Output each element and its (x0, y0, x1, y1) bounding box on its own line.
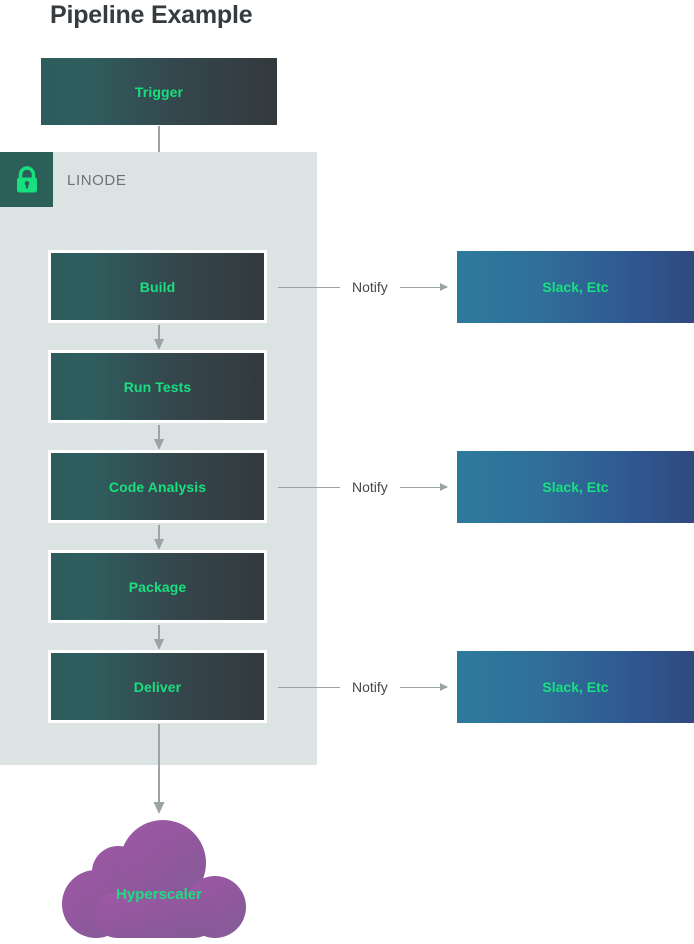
arrow-code-analysis-to-package (151, 525, 167, 551)
notify-target-deliver[interactable]: Slack, Etc (457, 651, 694, 723)
notify-target-label: Slack, Etc (542, 479, 609, 495)
stage-label: Build (139, 278, 176, 295)
page-title: Pipeline Example (50, 1, 253, 29)
notify-link-label: Notify (352, 479, 388, 495)
lock-badge (0, 152, 53, 207)
connector-line-left (278, 686, 340, 688)
cloud-label: Hyperscaler (116, 886, 202, 903)
notify-link-label: Notify (352, 279, 388, 295)
stage-label: Deliver (133, 678, 182, 695)
connector-arrow-right (399, 683, 448, 691)
stage-label: Package (128, 578, 187, 595)
notify-target-code-analysis[interactable]: Slack, Etc (457, 451, 694, 523)
arrow-run-tests-to-code-analysis (151, 425, 167, 451)
stage-run-tests[interactable]: Run Tests (48, 350, 267, 423)
notify-target-label: Slack, Etc (542, 279, 609, 295)
stage-label: Code Analysis (108, 478, 207, 495)
notify-connector-build: Notify (278, 276, 448, 298)
stage-package[interactable]: Package (48, 550, 267, 623)
notify-target-label: Slack, Etc (542, 679, 609, 695)
connector-line-left (278, 286, 340, 288)
notify-connector-code-analysis: Notify (278, 476, 448, 498)
stage-label: Run Tests (123, 378, 192, 395)
stage-build[interactable]: Build (48, 250, 267, 323)
cloud-shape-icon[interactable] (62, 820, 256, 944)
trigger-box[interactable]: Trigger (41, 58, 277, 125)
linode-label: LINODE (67, 172, 127, 189)
trigger-label: Trigger (134, 83, 184, 100)
connector-arrow-right (399, 283, 448, 291)
stage-deliver[interactable]: Deliver (48, 650, 267, 723)
notify-target-build[interactable]: Slack, Etc (457, 251, 694, 323)
arrow-build-to-run-tests (151, 325, 167, 351)
connector-line-left (278, 486, 340, 488)
lock-icon (14, 165, 40, 195)
notify-link-label: Notify (352, 679, 388, 695)
stage-code-analysis[interactable]: Code Analysis (48, 450, 267, 523)
arrow-package-to-deliver (151, 625, 167, 651)
notify-connector-deliver: Notify (278, 676, 448, 698)
connector-arrow-right (399, 483, 448, 491)
arrow-deliver-to-hyperscaler (151, 724, 167, 816)
